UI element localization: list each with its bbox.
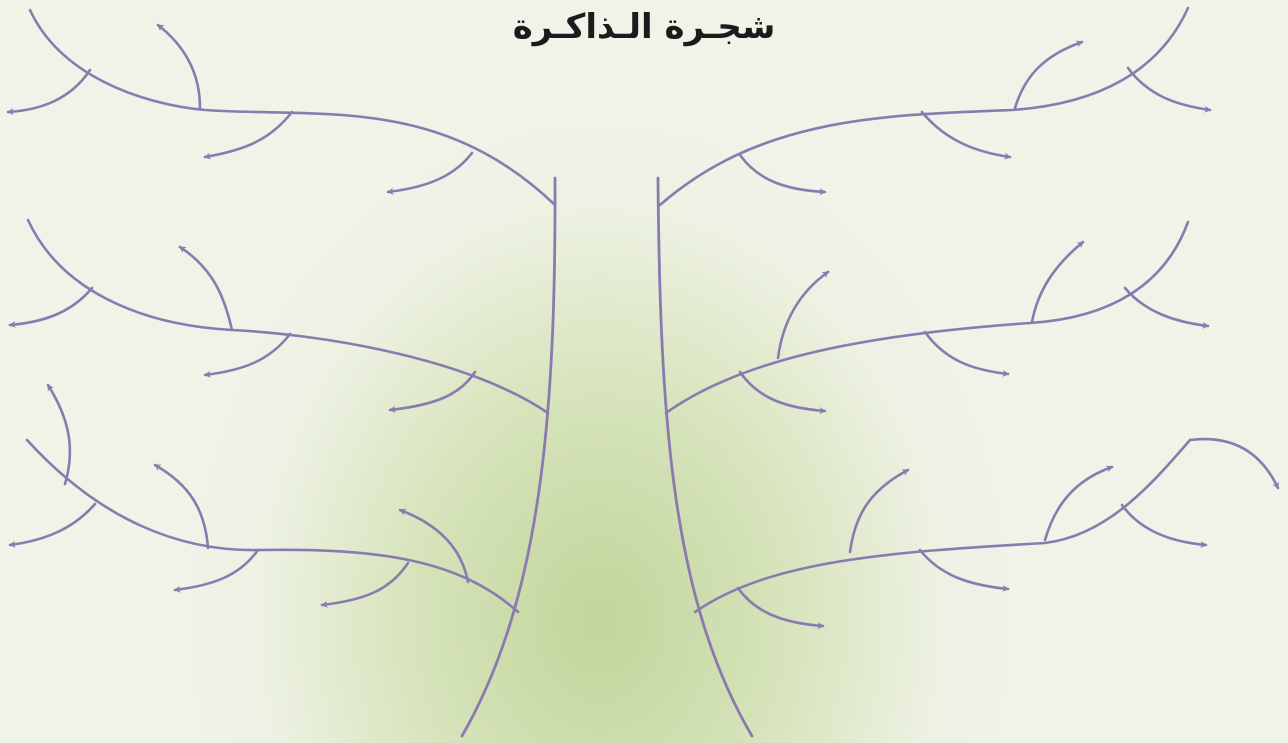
trunk-left-edge (462, 178, 555, 736)
branch-arrow (10, 288, 92, 325)
branch-arrow (322, 563, 408, 605)
branch-arrow (850, 470, 908, 552)
right-branch-2 (666, 222, 1208, 413)
branch-arrow (158, 25, 200, 108)
branch-arrow (205, 112, 292, 157)
branch-arrow (400, 510, 468, 582)
branch-arrow (10, 504, 95, 545)
left-branch-2-main (28, 220, 548, 413)
right-branch-3 (695, 439, 1278, 626)
branch-arrow (1045, 467, 1112, 540)
left-branch-2 (10, 220, 548, 413)
branch-arrow (740, 372, 825, 411)
branch-arrow (1032, 242, 1083, 322)
left-branch-1-main (30, 10, 555, 205)
branch-arrow (1122, 505, 1206, 545)
trunk (462, 178, 752, 736)
branch-arrow (1190, 439, 1278, 488)
branch-arrow (920, 550, 1008, 589)
right-branch-1-main (660, 8, 1188, 205)
branch-arrow (175, 550, 258, 590)
branch-arrow (388, 153, 472, 192)
right-branch-3-main (695, 440, 1190, 612)
branch-arrow (48, 385, 70, 484)
trunk-right-edge (658, 178, 752, 736)
branch-arrow (922, 112, 1010, 157)
left-branch-3-main (27, 440, 518, 612)
branch-arrow (390, 372, 475, 410)
branch-arrow (1015, 42, 1082, 108)
left-branch-3 (10, 385, 518, 612)
branch-arrow (1128, 68, 1210, 110)
branch-arrow (180, 247, 232, 330)
branch-arrow (925, 332, 1008, 374)
branch-arrow (740, 155, 825, 192)
branch-arrow (778, 272, 828, 358)
branch-arrow (205, 334, 290, 375)
branch-arrow (1125, 288, 1208, 326)
left-branch-1 (8, 10, 555, 205)
right-branch-2-main (666, 222, 1188, 413)
branch-arrow (738, 588, 823, 626)
right-branch-1 (660, 8, 1210, 205)
branch-arrow (8, 70, 90, 112)
